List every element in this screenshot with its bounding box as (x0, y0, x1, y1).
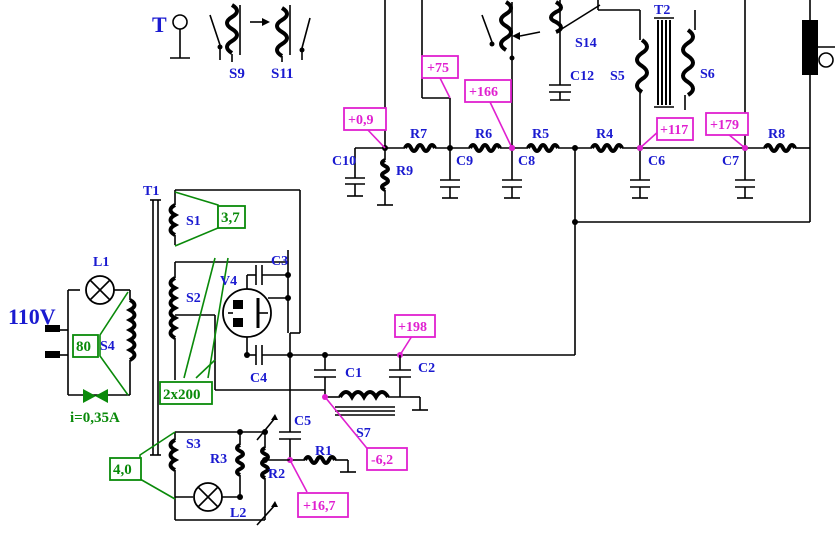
label-c2: C2 (418, 361, 435, 376)
capacitor-c9 (440, 148, 460, 199)
resistor-r4 (590, 143, 624, 153)
value-s3-turns: 4,0 (113, 462, 132, 478)
label-c5: C5 (294, 414, 311, 429)
label-s5: S5 (610, 69, 625, 84)
label-r9: R9 (396, 164, 413, 179)
label-l2: L2 (230, 506, 246, 521)
voltage-neg: -6,2 (371, 453, 393, 468)
top-right-element (802, 0, 835, 222)
label-s2: S2 (186, 291, 201, 306)
label-t1: T1 (143, 184, 159, 199)
coil-s14-switch (481, 0, 601, 148)
label-r3: R3 (210, 452, 227, 467)
capacitor-c7 (735, 148, 755, 199)
label-r2: R2 (268, 467, 285, 482)
capacitor-c3 (247, 250, 289, 333)
transformer-t2 (597, 0, 696, 148)
voltage-117: +117 (660, 123, 688, 138)
voltage-167: +16,7 (303, 499, 335, 514)
label-c6: C6 (648, 154, 665, 169)
value-s4-turns: 80 (76, 339, 91, 355)
label-l1: L1 (93, 255, 109, 270)
label-s11: S11 (271, 66, 294, 82)
label-t: T (152, 12, 167, 37)
voltage-r9-node: +0,9 (348, 113, 373, 128)
capacitor-c12 (549, 60, 571, 101)
label-c10: C10 (332, 154, 356, 169)
label-c9: C9 (456, 154, 473, 169)
winding-s3 (168, 431, 265, 521)
winding-s2 (168, 261, 325, 391)
transformer-t1-core (150, 199, 161, 456)
potentiometer-r2 (256, 414, 290, 526)
capacitor-c6 (630, 148, 650, 199)
winding-s4 (45, 275, 137, 396)
label-v4: V4 (220, 274, 237, 289)
capacitor-c10 (345, 147, 385, 197)
resistor-r6 (468, 143, 502, 153)
label-s6: S6 (700, 67, 715, 82)
choke-s7 (325, 390, 428, 416)
label-c8: C8 (518, 154, 535, 169)
label-c4: C4 (250, 371, 267, 386)
label-s14: S14 (575, 36, 597, 51)
voltage-198: +198 (398, 320, 427, 335)
label-c1: C1 (345, 366, 362, 381)
resistor-r9 (377, 148, 393, 206)
label-s9: S9 (229, 66, 245, 82)
voltage-75: +75 (427, 61, 449, 76)
capacitor-c8 (502, 148, 522, 199)
label-s7: S7 (356, 426, 371, 441)
voltage-166: +166 (469, 85, 498, 100)
label-r4: R4 (596, 127, 613, 142)
label-s4: S4 (100, 339, 115, 354)
label-r8: R8 (768, 127, 785, 142)
label-c3: C3 (271, 254, 288, 269)
label-r5: R5 (532, 127, 549, 142)
capacitor-c4 (247, 345, 575, 365)
label-t2: T2 (654, 3, 670, 18)
fuse-symbol (83, 389, 108, 403)
resistor-r8 (763, 143, 797, 153)
label-c12: C12 (570, 69, 594, 84)
capacitor-c1 (314, 355, 336, 397)
coil-s9 (209, 3, 270, 62)
label-s3: S3 (186, 437, 201, 452)
label-r1: R1 (315, 444, 332, 459)
value-s1-turns: 3,7 (221, 210, 240, 226)
label-c7: C7 (722, 154, 739, 169)
voltage-179: +179 (710, 118, 739, 133)
value-current: i=0,35A (70, 410, 120, 426)
value-s2-turns: 2x200 (163, 387, 201, 403)
resistor-r1 (290, 455, 356, 473)
label-mains: 110V (8, 304, 56, 329)
resistor-r3 (235, 432, 245, 497)
label-r7: R7 (410, 127, 427, 142)
capacitor-c5 (279, 355, 301, 460)
resistor-r7 (403, 143, 437, 153)
label-r6: R6 (475, 127, 492, 142)
antenna-terminal (170, 14, 190, 59)
resistor-r5 (526, 143, 560, 153)
capacitor-c2 (389, 355, 411, 397)
label-s1: S1 (186, 214, 201, 229)
coil-s11 (275, 5, 311, 62)
